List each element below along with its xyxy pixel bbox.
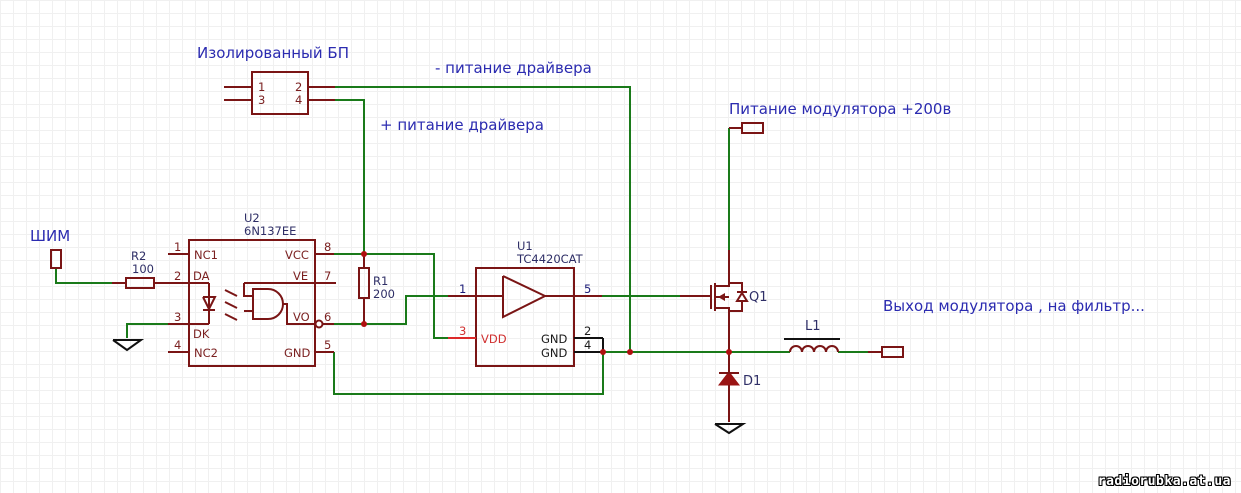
note-modulator-supply: Питание модулятора +200в <box>729 100 951 118</box>
u2-pin-num: 3 <box>174 310 181 324</box>
resistor-r1: R1 200 <box>358 254 395 324</box>
inductor-coil-icon <box>789 345 839 353</box>
u2-pin-num: 8 <box>324 240 331 254</box>
wire-plus-supply <box>335 99 365 254</box>
psu-pin-label: 1 <box>258 80 265 94</box>
u2-pin-name: VCC <box>285 248 309 262</box>
led-icon <box>202 296 217 312</box>
u1-pin-num: 1 <box>459 282 466 296</box>
u2-pin-name: VO <box>293 310 310 324</box>
wire-minus-supply <box>335 86 631 352</box>
u2-pin-name: DA <box>193 269 210 283</box>
u2-body <box>188 239 316 367</box>
u1-pin-num: 5 <box>584 282 591 296</box>
junction-dot <box>627 349 633 355</box>
u1-driver: U1 TC4420CAT 1 3 VDD 5 2 GND 4 GND <box>448 239 604 367</box>
u2-pin-num: 4 <box>174 338 181 352</box>
u1-pin-num: 2 <box>584 324 591 338</box>
buffer-triangle-icon <box>502 275 548 319</box>
inverter-bubble <box>314 319 324 329</box>
q1-source <box>715 307 730 352</box>
note-plus-driver-supply: + питание драйвера <box>380 116 544 134</box>
wire-dk-to-ground <box>126 323 170 338</box>
u2-ref: U2 <box>244 211 260 225</box>
watermark: radiorubka.at.ua <box>1097 474 1231 489</box>
junctions <box>361 251 732 355</box>
ground-symbol-dk <box>112 339 145 352</box>
q1-drain <box>715 250 730 287</box>
connector-body <box>741 122 764 134</box>
u1-pin-num: 4 <box>584 338 591 352</box>
junction-dot <box>726 349 732 355</box>
wires <box>55 86 868 395</box>
wire-pwm-to-r2 <box>55 268 112 284</box>
r2-body <box>125 277 155 289</box>
gate-input-lead <box>243 283 253 297</box>
r1-body <box>358 267 370 299</box>
note-isolated-psu: Изолированный БП <box>197 44 349 62</box>
q1-arrow-icon <box>718 293 725 301</box>
ground-icon <box>112 339 145 352</box>
light-arrows-icon <box>224 289 238 321</box>
u2-pin-name: GND <box>284 346 311 360</box>
u1-ref: U1 <box>517 239 533 253</box>
junction-dot <box>361 321 367 327</box>
q1-ref: Q1 <box>749 290 768 305</box>
psu-body <box>251 71 309 115</box>
pwm-input-connector <box>50 249 62 269</box>
r2-value: 100 <box>132 262 154 276</box>
u1-pin-name: VDD <box>481 332 507 346</box>
inductor-l1: L1 <box>784 319 840 353</box>
u2-pin-num: 1 <box>174 240 181 254</box>
r1-value: 200 <box>373 287 395 301</box>
u1-value: TC4420CAT <box>516 252 584 266</box>
l1-ref: L1 <box>805 319 821 334</box>
u2-pin-num: 5 <box>324 338 331 352</box>
u2-optocoupler: U2 6N137EE 1 2 3 4 NC1 DA DK NC2 <box>168 211 336 367</box>
u2-pin-name: DK <box>193 327 210 341</box>
u2-pin-num: 7 <box>324 269 331 283</box>
connector-body <box>881 346 904 358</box>
mosfet-q1: Q1 <box>680 250 768 352</box>
junction-dot <box>361 251 367 257</box>
u2-value: 6N137EE <box>244 224 296 238</box>
psu-pin-label: 4 <box>295 93 302 107</box>
diode-d1: D1 <box>717 352 761 395</box>
modulator-supply-connector <box>729 122 764 134</box>
u2-pin-name: NC1 <box>194 248 218 262</box>
note-minus-driver-supply: - питание драйвера <box>435 59 592 77</box>
output-connector <box>868 346 904 358</box>
r1-ref: R1 <box>373 274 388 288</box>
wire-gnd-return <box>333 352 604 395</box>
u2-pin-name: VE <box>293 269 308 283</box>
d1-ref: D1 <box>743 374 761 389</box>
r2-ref: R2 <box>131 249 146 263</box>
body-diode-icon <box>735 291 749 302</box>
and-gate-icon <box>252 288 284 320</box>
isolated-psu-block: 1 3 2 4 <box>224 71 335 115</box>
gate-output-lead <box>283 303 315 325</box>
u1-body <box>475 267 575 367</box>
psu-pin-label: 2 <box>295 80 302 94</box>
u1-pin-name: GND <box>541 332 568 346</box>
u2-pin-num: 2 <box>174 269 181 283</box>
resistor-r2: R2 100 <box>112 249 170 289</box>
ground-icon <box>714 423 747 435</box>
u1-pin-num: 3 <box>459 324 466 338</box>
note-modulator-output: Выход модулятора , на фильтр... <box>883 297 1145 315</box>
u2-pin-name: NC2 <box>194 346 218 360</box>
u1-pin-name: GND <box>541 346 568 360</box>
note-pwm-input: ШИМ <box>30 227 70 245</box>
wire-vo-to-in <box>330 295 448 325</box>
u2-pin-num: 6 <box>324 310 331 324</box>
ground-symbol-d1 <box>714 395 747 435</box>
psu-pin-label: 3 <box>258 93 265 107</box>
junction-dot <box>600 349 606 355</box>
